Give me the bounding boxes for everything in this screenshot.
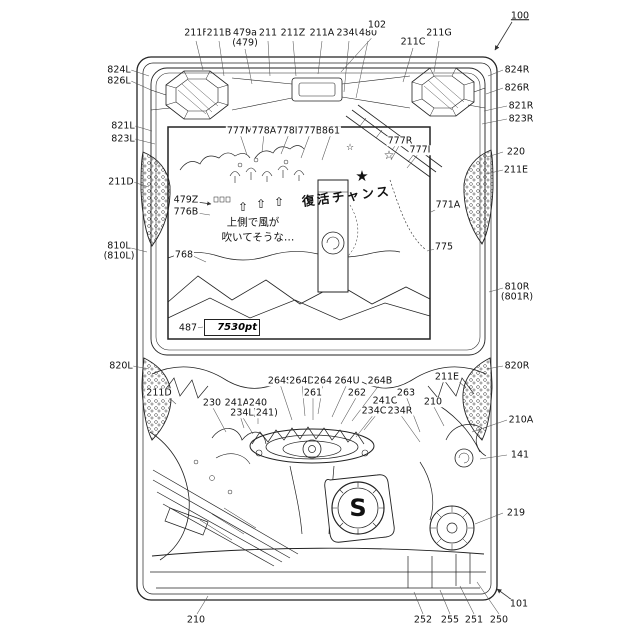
ref-label-823R: 823R [507, 113, 535, 125]
ref-label-264: 264 [312, 375, 334, 387]
ref-label-810Lp: (810L) [102, 250, 136, 262]
ref-label-100: 100 [509, 10, 531, 22]
ref-label-211E: 211E [502, 164, 530, 176]
star-decorations: ★ ☆ ☆ [346, 143, 394, 185]
points-value: 7530pt [217, 322, 257, 333]
ref-label-262: 262 [346, 387, 368, 399]
ref-label-771A: 771A [434, 199, 462, 211]
ref-label-211D: 211D [107, 176, 135, 188]
ref-label-241A: 241A [223, 397, 251, 409]
screen-caption-line1: 上側で風が [226, 216, 280, 229]
points-display: 7530pt [204, 319, 260, 336]
ref-label-211G: 211G [425, 27, 453, 39]
ref-label-801Rp: (801R) [499, 291, 535, 303]
ref-label-263: 263 [395, 387, 417, 399]
ref-label-210A: 210A [507, 414, 535, 426]
top-decoration [150, 67, 486, 120]
ref-label-264D: 264D [288, 375, 316, 387]
main-screen-art [167, 104, 443, 340]
ref-label-211: 211 [257, 27, 279, 39]
screen-caption-line2: 吹いてそうな… [221, 231, 295, 244]
ref-label-220: 220 [505, 146, 527, 158]
up-arrow-icon: ⇧ [255, 197, 267, 211]
ref-label-479p: (479) [231, 37, 259, 49]
ref-label-821L: 821L [110, 120, 136, 132]
ref-label-230: 230 [201, 397, 223, 409]
ref-label-241p: (241) [251, 407, 279, 419]
ref-label-777R: 777R [386, 135, 414, 147]
ref-label-775: 775 [433, 241, 455, 253]
star-filled-icon: ★ [355, 167, 368, 185]
ref-label-251: 251 [463, 614, 485, 626]
emblem-letter: S [349, 494, 366, 522]
ref-label-211Z: 211Z [279, 27, 307, 39]
ref-label-778B: 778B [275, 125, 303, 137]
ref-label-264B: 264B [366, 375, 394, 387]
ref-label-102: 102 [366, 19, 388, 31]
ref-label-252: 252 [412, 614, 434, 626]
ref-label-255: 255 [439, 614, 461, 626]
ref-label-820R: 820R [503, 360, 531, 372]
ref-label-776B: 776B [172, 206, 200, 218]
star-open-small-icon: ☆ [346, 143, 354, 153]
ref-label-777M: 777M [225, 125, 255, 137]
ref-label-777B: 777B [296, 125, 324, 137]
ref-label-824R: 824R [503, 64, 531, 76]
ref-label-101: 101 [508, 598, 530, 610]
star-open-icon: ☆ [384, 148, 395, 162]
ref-label-141: 141 [509, 449, 531, 461]
ref-label-479Z: 479Z [172, 194, 200, 206]
ref-label-826R: 826R [503, 82, 531, 94]
ref-label-211E-2: 211E [433, 371, 461, 383]
ref-label-211D-2: 211D [145, 387, 173, 399]
up-arrow-icon: ⇧ [273, 195, 285, 209]
lower-tray-art [149, 366, 487, 589]
ref-label-261: 261 [302, 387, 324, 399]
ref-label-264S: 264S [266, 375, 294, 387]
ref-label-219: 219 [505, 507, 527, 519]
ref-label-211F: 211F [183, 27, 209, 39]
ref-label-211A: 211A [308, 27, 336, 39]
side-wing-decorations [140, 149, 494, 441]
ref-label-234R: 234R [386, 405, 414, 417]
ref-label-824L: 824L [106, 64, 132, 76]
ref-label-211C: 211C [399, 36, 427, 48]
ref-label-211B: 211B [205, 27, 233, 39]
ref-label-821R: 821R [507, 100, 535, 112]
ref-label-234C: 234C [360, 405, 388, 417]
ref-label-487: 487 [177, 322, 199, 334]
ref-label-768: 768 [173, 249, 195, 261]
ref-label-826L: 826L [106, 75, 132, 87]
ref-label-210-bottom: 210 [185, 614, 207, 626]
ref-label-240: 240 [247, 397, 269, 409]
ref-label-810R: 810R [503, 281, 531, 293]
ref-label-480: 480 [357, 27, 379, 39]
ref-label-241C: 241C [371, 395, 399, 407]
ref-label-810L: 810L [106, 240, 132, 252]
ref-label-234U: 234U [335, 27, 363, 39]
ref-label-210-right: 210 [422, 396, 444, 408]
up-arrow-icon: ⇧ [237, 200, 249, 214]
ref-label-823L: 823L [110, 133, 136, 145]
ref-label-479a: 479a [232, 27, 258, 39]
ref-label-777I: 777I [408, 144, 432, 156]
ref-label-264U: 264U [333, 375, 361, 387]
ref-label-250: 250 [488, 614, 510, 626]
ref-label-861: 861 [320, 125, 342, 137]
ref-label-820L: 820L [108, 360, 134, 372]
ref-label-234L: 234L [229, 407, 255, 419]
ref-label-778A: 778A [250, 125, 278, 137]
